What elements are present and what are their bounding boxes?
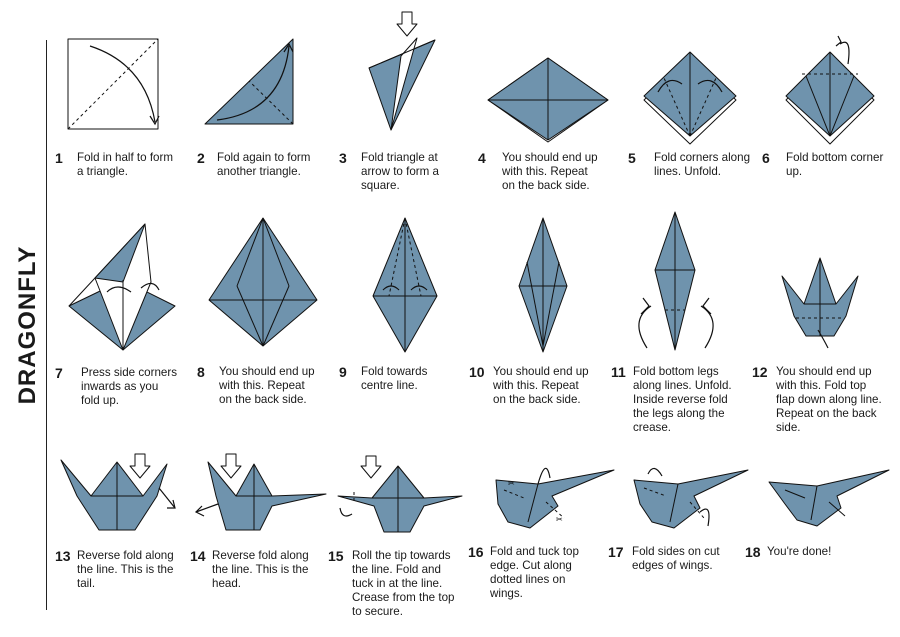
step-7: 7 Press side corners inwards as you fold…: [55, 222, 195, 422]
step-15-caption: Roll the tip towards the line. Fold and …: [352, 549, 455, 618]
step-7-caption: Press side corners inwards as you fold u…: [81, 366, 178, 407]
title-divider: [46, 40, 47, 610]
step-12-number: 12: [752, 364, 768, 380]
step-9-number: 9: [339, 364, 347, 380]
step-4: 4 You should end up with this. Repeat on…: [478, 34, 618, 194]
step-5: 5 Fold corners along lines. Unfold.: [628, 34, 763, 184]
step-9-caption: Fold towards centre line.: [361, 365, 428, 392]
step-8: 8 You should end up with this. Repeat on…: [197, 216, 337, 416]
step-16-number: 16: [468, 544, 484, 560]
step-17-caption: Fold sides on cut edges of wings.: [632, 545, 720, 572]
svg-text:✂: ✂: [508, 479, 515, 488]
step-7-figure: [68, 223, 176, 351]
step-6: 6 Fold bottom corner up.: [762, 34, 897, 184]
step-8-figure: [208, 217, 318, 347]
step-10-number: 10: [469, 364, 485, 380]
step-1-number: 1: [55, 150, 63, 166]
step-2-figure: [204, 38, 294, 125]
step-18-caption: You're done!: [767, 545, 832, 558]
step-3-number: 3: [339, 150, 347, 166]
step-16-figure: ✂ ✂: [495, 467, 615, 529]
step-4-figure: [487, 57, 609, 143]
step-2-caption: Fold again to form another triangle.: [217, 151, 311, 178]
step-1: 1 Fold in half to form a triangle.: [55, 34, 195, 184]
step-13-number: 13: [55, 548, 71, 564]
step-10-figure: [518, 217, 568, 353]
step-14: 14 Reverse fold along the line. This is …: [190, 446, 338, 606]
step-17-number: 17: [608, 544, 624, 560]
step-13: 13 Reverse fold along the line. This is …: [55, 446, 195, 606]
step-6-number: 6: [762, 150, 770, 166]
step-5-caption: Fold corners along lines. Unfold.: [654, 151, 751, 178]
step-6-figure: [785, 35, 875, 145]
step-14-number: 14: [190, 548, 206, 564]
step-1-caption: Fold in half to form a triangle.: [77, 151, 174, 178]
step-13-caption: Reverse fold along the line. This is the…: [77, 549, 174, 590]
step-2: 2 Fold again to form another triangle.: [197, 34, 337, 184]
step-12-caption: You should end up with this. Fold top fl…: [776, 365, 882, 434]
step-6-caption: Fold bottom corner up.: [786, 151, 884, 178]
step-4-number: 4: [478, 150, 486, 166]
step-8-caption: You should end up with this. Repeat on t…: [219, 365, 315, 406]
step-14-caption: Reverse fold along the line. This is the…: [212, 549, 309, 590]
step-17-figure: [633, 467, 749, 529]
step-5-number: 5: [628, 150, 636, 166]
step-5-figure: [643, 51, 737, 145]
step-16: ✂ ✂ 16 Fold and tuck top edge. Cut along…: [468, 456, 616, 616]
step-1-figure: [67, 38, 160, 130]
step-12: 12 You should end up with this. Fold top…: [752, 256, 898, 446]
step-2-number: 2: [197, 150, 205, 166]
step-3-figure: [368, 11, 436, 131]
step-16-caption: Fold and tuck top edge. Cut along dotted…: [490, 545, 579, 600]
step-12-figure: [781, 257, 859, 349]
step-18-number: 18: [745, 544, 761, 560]
step-17: 17 Fold sides on cut edges of wings.: [608, 456, 758, 616]
step-11-caption: Fold bottom legs along lines. Unfold. In…: [633, 365, 732, 434]
step-9-figure: [372, 217, 438, 353]
step-11-number: 11: [611, 364, 626, 380]
step-10: 10 You should end up with this. Repeat o…: [469, 216, 609, 416]
svg-text:✂: ✂: [556, 515, 563, 524]
step-13-figure: [60, 453, 176, 531]
step-4-caption: You should end up with this. Repeat on t…: [502, 151, 598, 192]
step-9: 9 Fold towards centre line.: [339, 216, 479, 416]
step-3-caption: Fold triangle at arrow to form a square.: [361, 151, 439, 192]
step-18: 18 You're done!: [745, 456, 895, 586]
side-title: DRAGONFLY: [6, 40, 50, 610]
step-15-figure: [337, 455, 463, 533]
title-text: DRAGONFLY: [14, 245, 41, 405]
step-7-number: 7: [55, 365, 63, 381]
step-15-number: 15: [328, 548, 344, 564]
step-18-figure: [768, 469, 890, 527]
step-8-number: 8: [197, 364, 205, 380]
step-14-figure: [194, 453, 327, 531]
step-11-figure: [638, 211, 714, 351]
step-15: 15 Roll the tip towards the line. Fold a…: [328, 452, 476, 627]
step-11: 11 Fold bottom legs along lines. Unfold.…: [611, 210, 751, 440]
step-10-caption: You should end up with this. Repeat on t…: [493, 365, 589, 406]
step-3: 3 Fold triangle at arrow to form a squar…: [339, 10, 479, 192]
